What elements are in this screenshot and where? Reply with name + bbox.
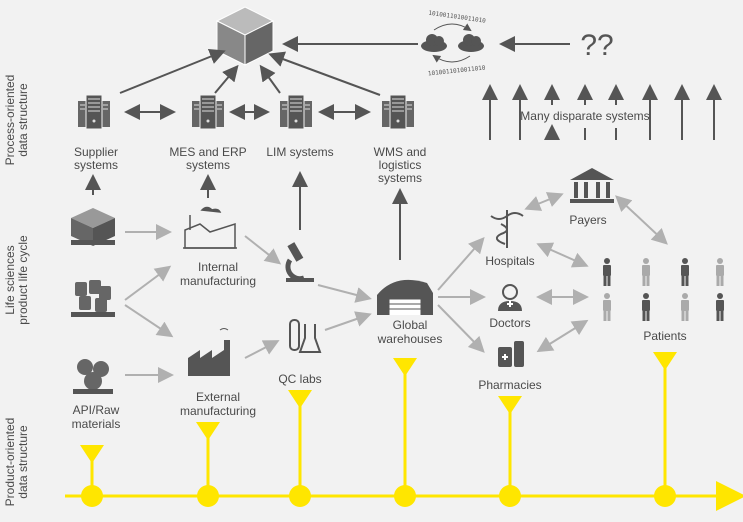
- binary-text-bottom: 1010011010011010: [428, 64, 487, 77]
- timeline-funnel: [80, 445, 104, 496]
- svg-text:API/Raw: API/Raw: [73, 403, 120, 417]
- timeline-node: [499, 485, 521, 507]
- barrels-pallet-icon: [71, 280, 115, 317]
- doctors-label: Doctors: [489, 316, 530, 330]
- disparate-system-arrows: [482, 84, 722, 140]
- data-cube-icon: [215, 6, 275, 66]
- svg-text:Process-oriented: Process-oriented: [3, 75, 17, 166]
- svg-text:systems: systems: [186, 158, 230, 172]
- payers-label: Payers: [569, 213, 606, 227]
- svg-text:data structure: data structure: [16, 425, 30, 499]
- timeline-funnel: [498, 396, 522, 496]
- cloud-icon: [458, 34, 484, 52]
- server-icon: [381, 94, 415, 130]
- svg-text:systems: systems: [378, 171, 422, 185]
- server-icon: [279, 94, 313, 130]
- svg-text:product life cycle: product life cycle: [16, 235, 30, 325]
- svg-text:External: External: [196, 390, 240, 404]
- timeline-funnel: [288, 390, 312, 496]
- timeline-node: [197, 485, 219, 507]
- svg-text:Life sciences: Life sciences: [3, 245, 17, 314]
- patients-group-icon: [603, 258, 724, 321]
- svg-text:Global: Global: [393, 318, 428, 332]
- external-factory-icon: [188, 328, 230, 376]
- pallet-boxes-icon: [71, 208, 115, 246]
- pharmacies-label: Pharmacies: [478, 378, 541, 392]
- factory-icon: [183, 206, 237, 249]
- svg-text:Internal: Internal: [198, 260, 238, 274]
- timeline-funnel: [393, 358, 417, 496]
- cloud-icon: [421, 34, 447, 52]
- server-icon: [191, 94, 225, 130]
- svg-text:WMS and: WMS and: [374, 145, 427, 159]
- sync-arrow: [432, 54, 471, 63]
- svg-text:Supplier: Supplier: [74, 145, 118, 159]
- svg-text:manufacturing: manufacturing: [180, 404, 256, 418]
- lim-systems-label: LIM systems: [266, 145, 333, 159]
- lab-beakers-icon: [289, 319, 322, 353]
- svg-text:materials: materials: [72, 417, 121, 431]
- timeline-funnel: [196, 422, 220, 496]
- svg-text:manufacturing: manufacturing: [180, 274, 256, 288]
- api-raw-materials-icon: [73, 359, 113, 394]
- binary-text-top: 1010011010011010: [428, 10, 487, 25]
- many-disparate-systems-label: Many disparate systems: [520, 109, 649, 123]
- unknown-label: ??: [580, 29, 613, 62]
- patients-label: Patients: [643, 329, 686, 343]
- timeline-node: [654, 485, 676, 507]
- hospitals-label: Hospitals: [485, 254, 534, 268]
- timeline: [80, 352, 677, 507]
- svg-text:Product-oriented: Product-oriented: [3, 418, 17, 507]
- warehouse-icon: [377, 279, 433, 315]
- timeline-node: [394, 485, 416, 507]
- flow-arrows: [124, 192, 668, 383]
- doctor-icon: [498, 284, 522, 311]
- microscope-icon: [285, 242, 314, 282]
- server-icon: [77, 94, 111, 130]
- qc-labs-label: QC labs: [278, 372, 321, 386]
- timeline-node: [289, 485, 311, 507]
- payers-building-icon: [570, 168, 614, 203]
- svg-text:warehouses: warehouses: [377, 332, 443, 346]
- svg-text:systems: systems: [74, 158, 118, 172]
- timeline-node: [81, 485, 103, 507]
- svg-text:MES and ERP: MES and ERP: [169, 145, 246, 159]
- svg-text:logistics: logistics: [379, 158, 422, 172]
- svg-text:data structure: data structure: [16, 83, 30, 157]
- caduceus-icon: [490, 210, 524, 248]
- timeline-funnel: [653, 352, 677, 496]
- sync-arrow: [433, 23, 472, 32]
- pharmacy-icon: [498, 341, 524, 367]
